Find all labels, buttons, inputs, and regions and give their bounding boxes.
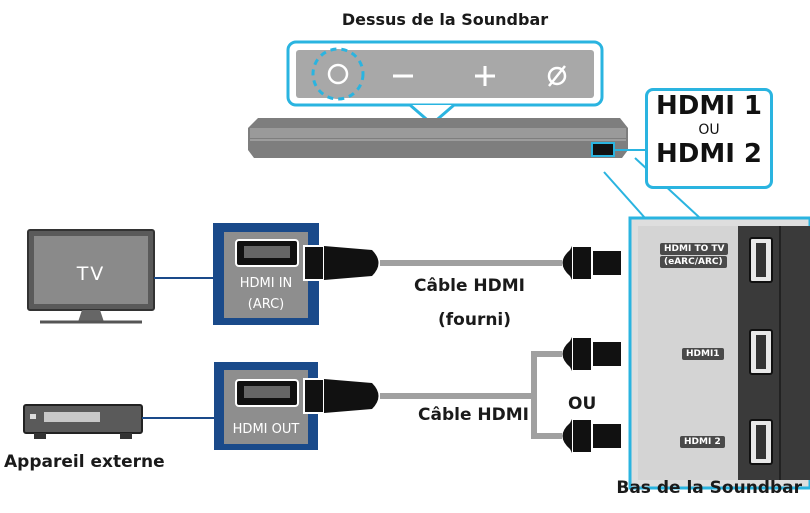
- soundbar-body: [248, 118, 645, 158]
- cable-1-label: Câble HDMI: [414, 276, 525, 296]
- panel-port-2-label: HDMI1: [682, 348, 724, 360]
- plus-icon: [475, 66, 495, 86]
- tv-port-box: [213, 223, 319, 325]
- soundbar-hdmi-port: [591, 142, 615, 157]
- hdmi-callout: HDMI 1 OU HDMI 2: [645, 88, 773, 189]
- panel-port-1-label-b: (eARC/ARC): [660, 256, 727, 268]
- hdmi-callout-or: OU: [698, 122, 720, 138]
- hdmi-cable-2: [303, 336, 623, 454]
- hdmi-callout-line3: HDMI 2: [655, 139, 763, 169]
- hdmi-callout-line1: HDMI 1: [655, 91, 763, 121]
- bottom-view-title: Bas de la Soundbar: [616, 478, 802, 498]
- top-view-title: Dessus de la Soundbar: [341, 10, 549, 29]
- tv-port-label-1: HDMI IN: [239, 276, 293, 291]
- soundbar-top-panel: [286, 40, 604, 126]
- cable-1-note: (fourni): [438, 310, 512, 330]
- power-icon: [327, 63, 349, 85]
- panel-port-1: [749, 237, 773, 283]
- tv-device: [27, 229, 214, 324]
- hdmi-cable-1: [303, 245, 623, 281]
- tv-port-label-2: (ARC): [247, 297, 285, 312]
- mute-icon: [547, 65, 567, 87]
- or-label: OU: [568, 394, 597, 414]
- external-port-box: [214, 362, 318, 450]
- power-button-highlight: [311, 47, 365, 101]
- panel-port-3: [749, 419, 773, 465]
- panel-port-3-label: HDMI 2: [680, 436, 725, 448]
- cable-2-label: Câble HDMI: [418, 405, 529, 425]
- external-port-label: HDMI OUT: [232, 422, 300, 437]
- tv-label: TV: [76, 263, 106, 285]
- panel-port-2: [749, 329, 773, 375]
- external-device-label: Appareil externe: [4, 452, 165, 472]
- panel-port-1-label-a: HDMI TO TV: [660, 243, 729, 255]
- external-device: [23, 404, 214, 439]
